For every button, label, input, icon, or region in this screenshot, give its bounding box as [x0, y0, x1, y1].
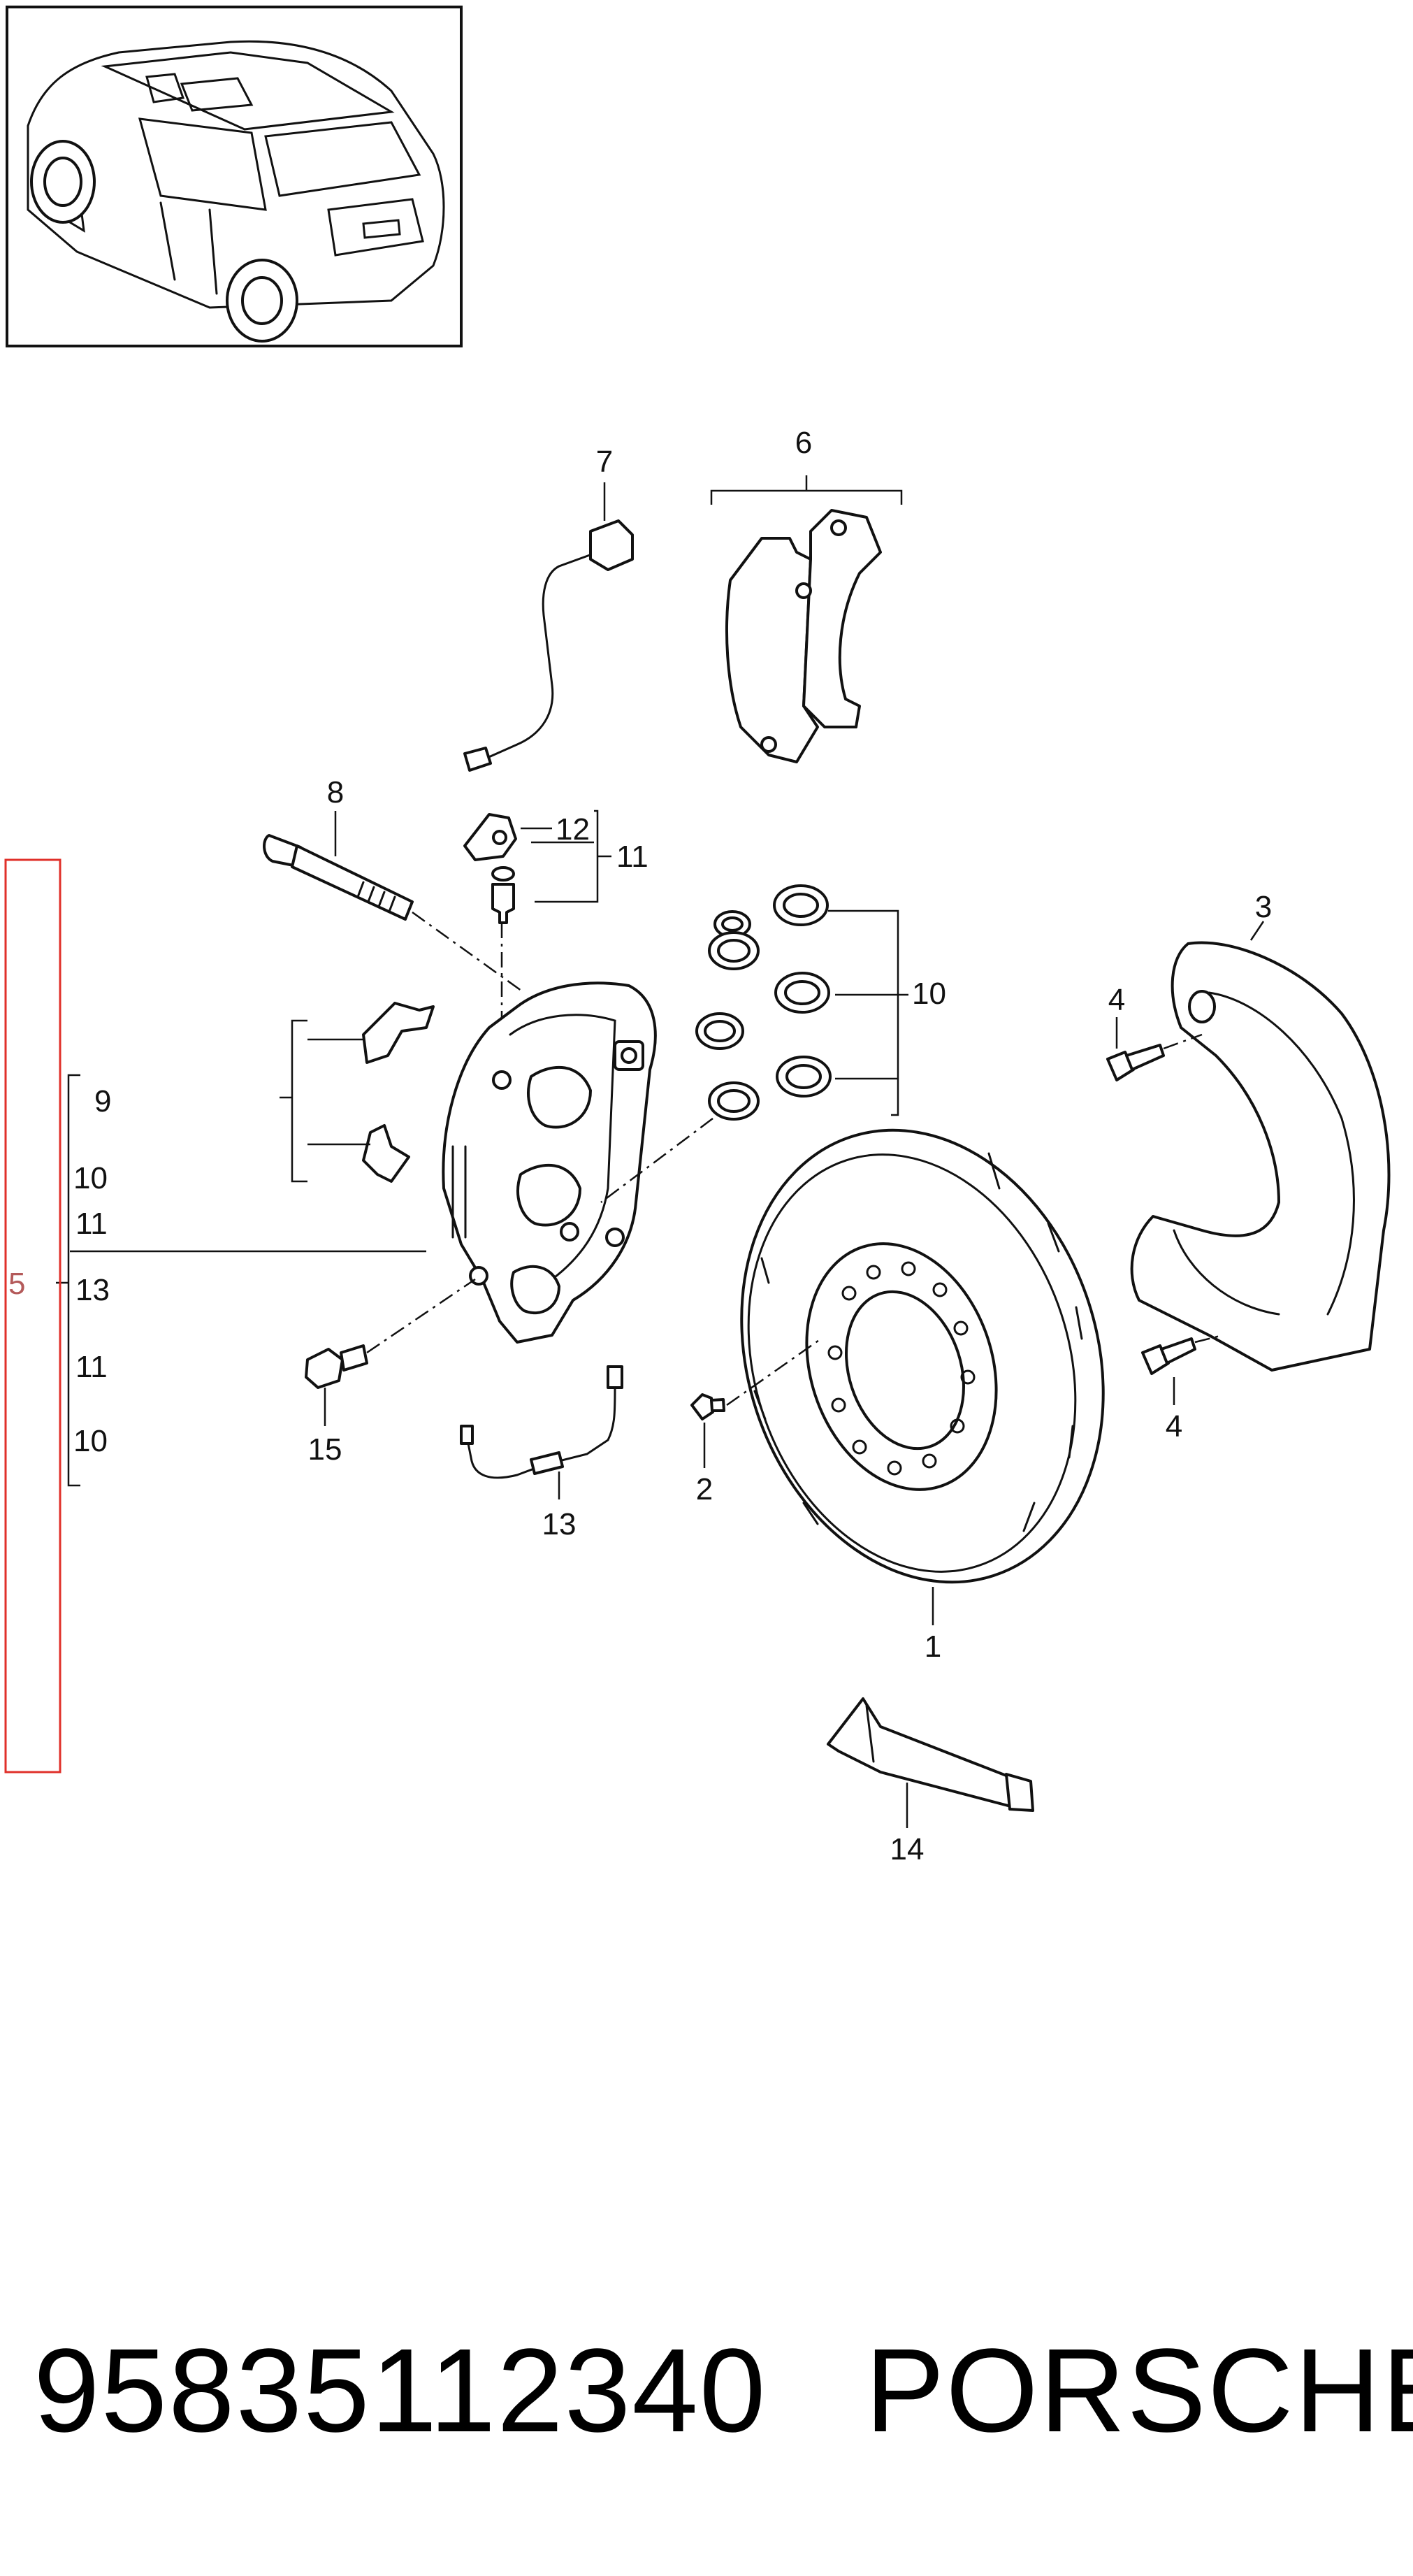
callout-13-list: 13: [75, 1273, 110, 1307]
caliper-bolt: [305, 1278, 476, 1426]
callout-8: 8: [327, 775, 344, 810]
footer: 95835112340 PORSCHE: [0, 2321, 1413, 2461]
callout-14: 14: [890, 1832, 925, 1866]
part-number: 95835112340: [34, 2324, 767, 2457]
highlight-box: [4, 858, 61, 1773]
caliper-group-bracket: [4, 858, 426, 1773]
callout-11-list-a: 11: [75, 1207, 108, 1241]
brake-line: [460, 1365, 623, 1499]
callout-10-seals: 10: [912, 977, 946, 1011]
spring-clips: [280, 1002, 435, 1183]
wear-sensor: [463, 482, 634, 772]
callout-11-list-b: 11: [75, 1350, 108, 1384]
callout-7: 7: [596, 445, 613, 479]
callout-labels: 7 6 8 12 11 10 3 4 4 9 10 11 5 13 11 10 …: [8, 426, 1272, 1866]
callout-12: 12: [556, 812, 590, 847]
callout-15: 15: [308, 1432, 342, 1467]
callout-13-line: 13: [542, 1507, 577, 1541]
disc-screw: [690, 1337, 822, 1468]
callout-11-bleeder: 11: [616, 840, 648, 874]
piston-seals: [600, 884, 908, 1203]
callout-4-bottom: 4: [1166, 1409, 1182, 1444]
callout-4-top: 4: [1108, 983, 1125, 1017]
splash-shield: [1130, 921, 1391, 1372]
shield-bolts: [1106, 1017, 1224, 1405]
callout-10-list-b: 10: [73, 1424, 108, 1458]
callout-1: 1: [925, 1629, 941, 1664]
brake-pads: [710, 475, 903, 763]
brand-name: PORSCHE: [865, 2324, 1413, 2457]
callout-3: 3: [1255, 890, 1272, 924]
long-bolt: [263, 811, 525, 994]
grease-tube: [827, 1697, 1034, 1828]
callout-6: 6: [795, 426, 812, 460]
brake-caliper: [442, 981, 657, 1344]
callout-2: 2: [696, 1472, 713, 1506]
vehicle-thumbnail: [6, 6, 463, 347]
callout-10-list-a: 10: [73, 1161, 108, 1195]
callout-5: 5: [8, 1267, 25, 1301]
callout-9: 9: [94, 1084, 111, 1118]
brake-disc: [740, 1128, 1105, 1625]
